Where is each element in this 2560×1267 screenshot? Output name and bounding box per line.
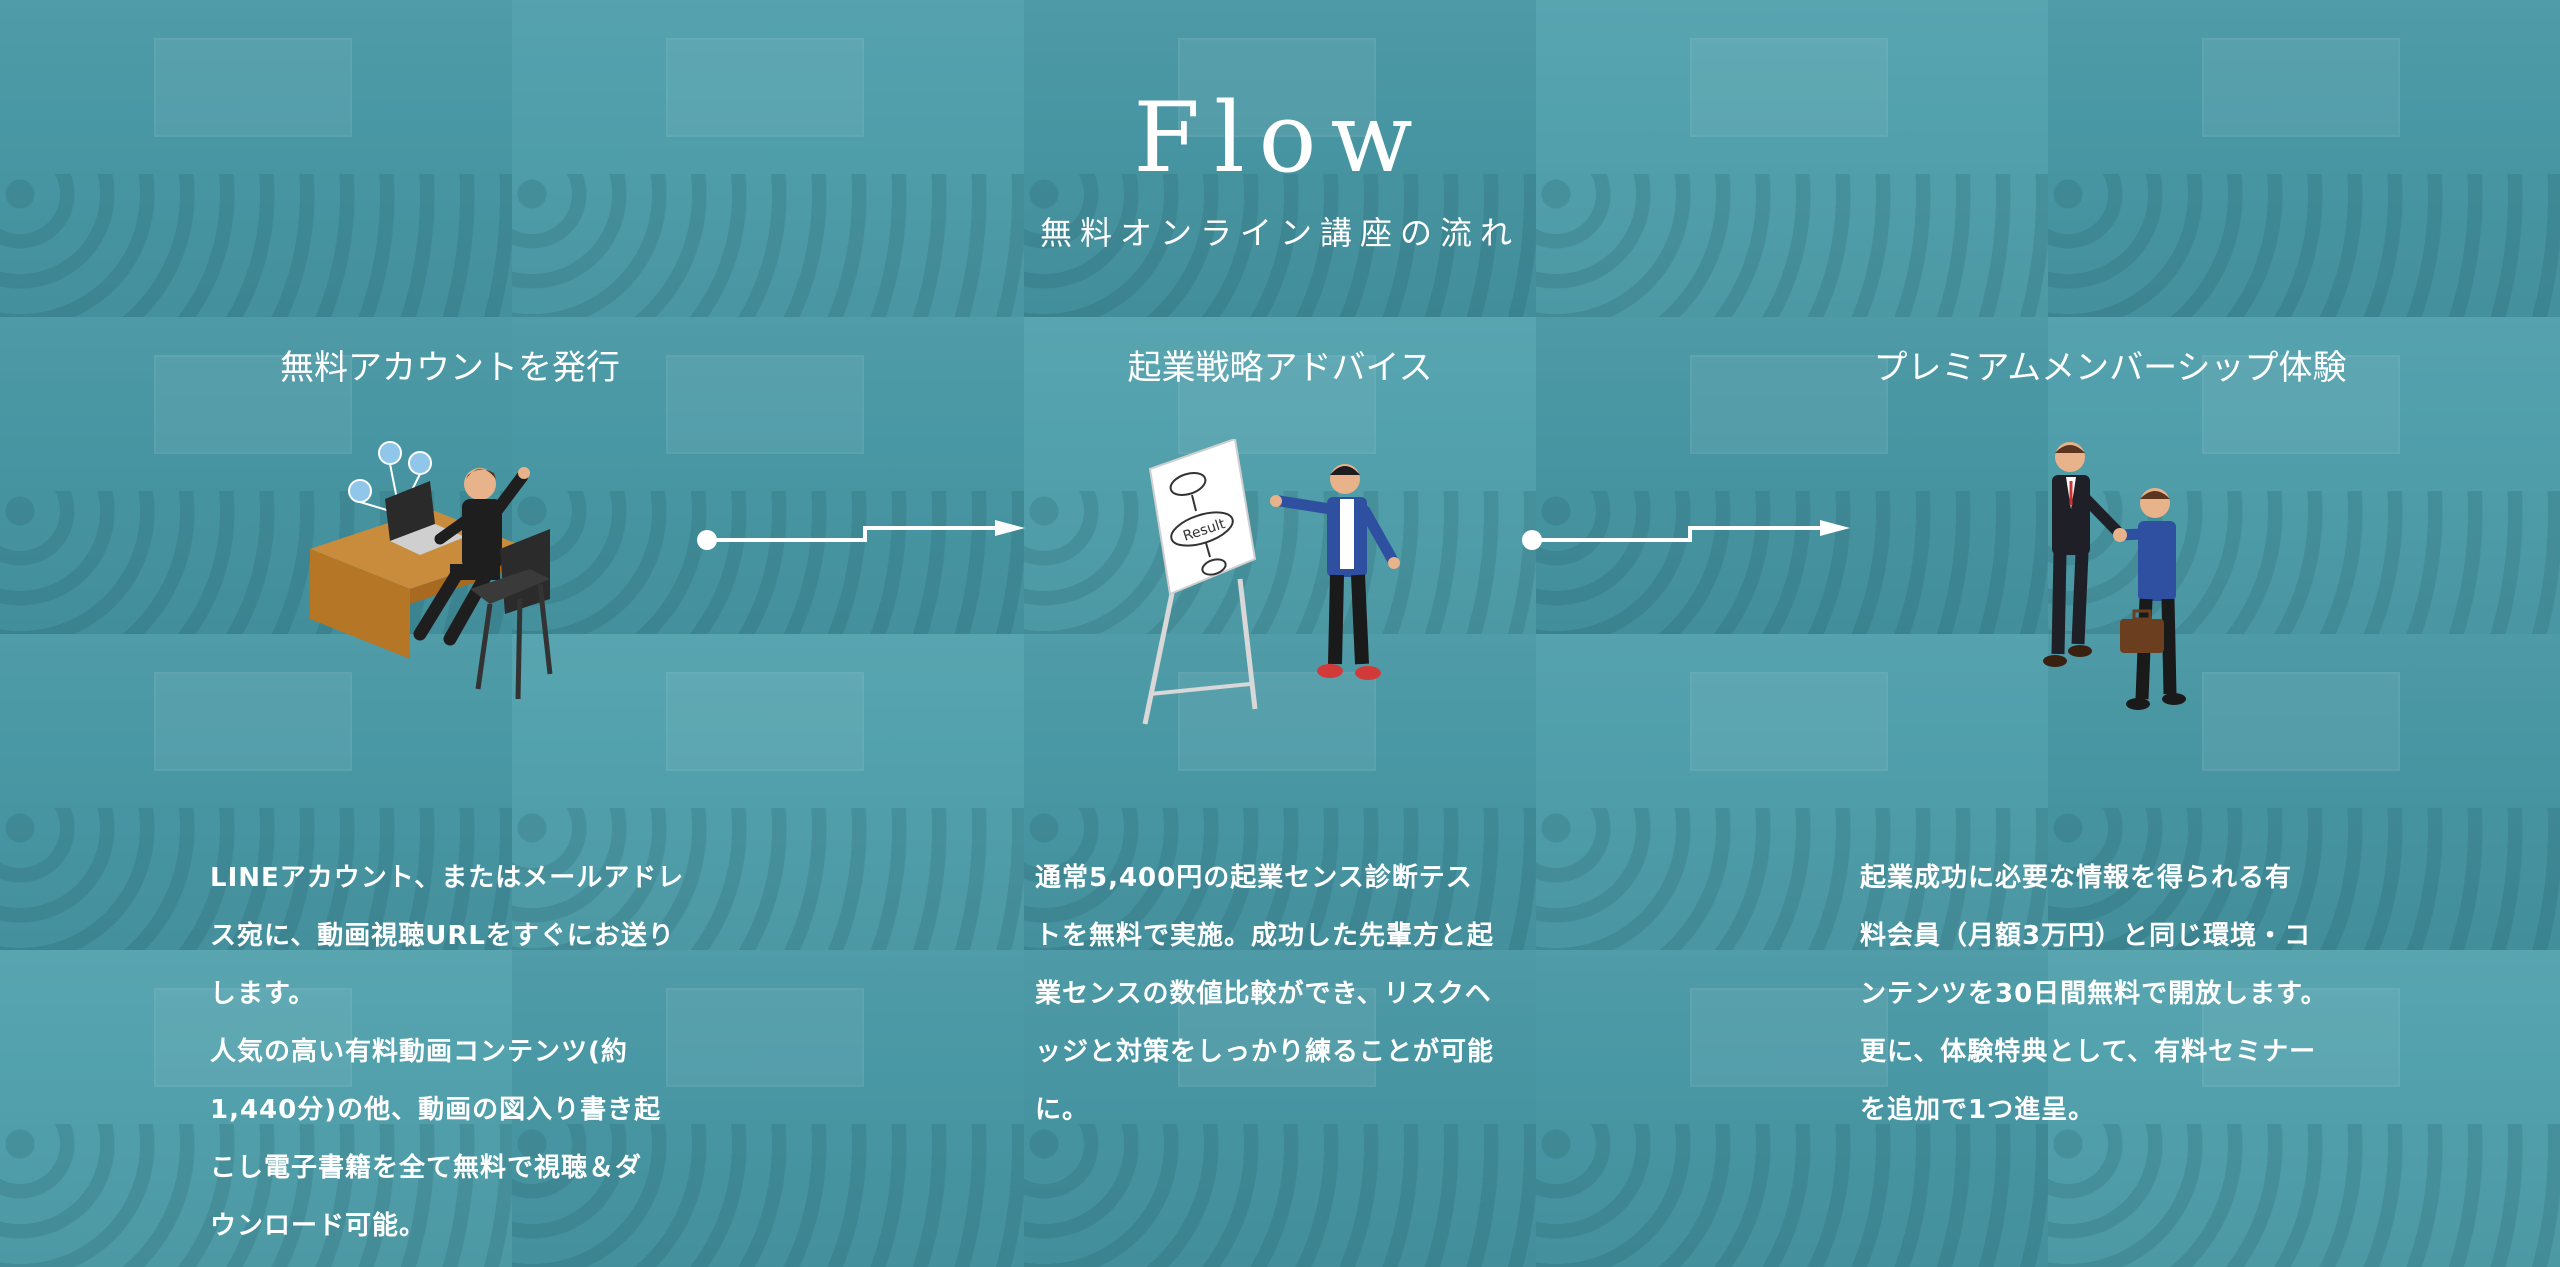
background-photo-tile xyxy=(0,950,512,1267)
flow-step-premium: プレミアムメンバーシップ体験 xyxy=(1810,340,2410,1139)
handshake-icon xyxy=(1960,439,2260,729)
arrow-right-icon xyxy=(697,520,1025,550)
section-header: Flow 無料オンライン講座の流れ xyxy=(0,90,2560,254)
background-photo-tile xyxy=(2048,950,2560,1267)
section-subtitle: 無料オンライン講座の流れ xyxy=(1039,214,1520,252)
background-photo-tile xyxy=(1024,950,1536,1267)
background-photo-tile xyxy=(1024,633,1536,951)
background-photo-tile xyxy=(1024,0,1536,317)
step-description: LINEアカウント、またはメールアドレ ス宛に、動画視聴URLをすぐにお送り し… xyxy=(210,863,685,1241)
step-title: プレミアムメンバーシップ体験 xyxy=(1873,348,2347,388)
step-title: 無料アカウントを発行 xyxy=(280,348,620,388)
step-description: 起業成功に必要な情報を得られる有 料会員（月額3万円）と同じ環境・コ ンテンツを… xyxy=(1860,863,2328,1125)
background-photo-tile xyxy=(512,0,1024,317)
background-photo-tile xyxy=(512,633,1024,951)
laptop-desk-user-icon xyxy=(300,439,600,729)
background-photo-tile xyxy=(1536,950,2048,1267)
background-photo-tile xyxy=(2048,633,2560,951)
flow-step-strategy: 起業戦略アドバイス Result xyxy=(980,340,1580,1139)
presentation-board-icon: Result xyxy=(1130,437,1430,729)
background-photo-tile xyxy=(1024,316,1536,634)
flow-step-account: 無料アカウントを発行 xyxy=(150,340,750,1255)
section-title: Flow xyxy=(1133,82,1427,194)
background-photo-tile xyxy=(1536,0,2048,317)
background-photo-tile xyxy=(2048,316,2560,634)
background-photo-tile xyxy=(0,0,512,317)
step-description: 通常5,400円の起業センス診断テス トを無料で実施。成功した先輩方と起 業セン… xyxy=(1035,863,1495,1125)
background-photo-tile xyxy=(0,633,512,951)
background-photo-tile xyxy=(1536,316,2048,634)
background-photo-tile xyxy=(2048,0,2560,317)
step-title: 起業戦略アドバイス xyxy=(1127,348,1433,388)
background-photo-tile xyxy=(512,316,1024,634)
arrow-right-icon xyxy=(1522,520,1850,550)
background-photo-tile xyxy=(1536,633,2048,951)
background-photo-tile xyxy=(512,950,1024,1267)
